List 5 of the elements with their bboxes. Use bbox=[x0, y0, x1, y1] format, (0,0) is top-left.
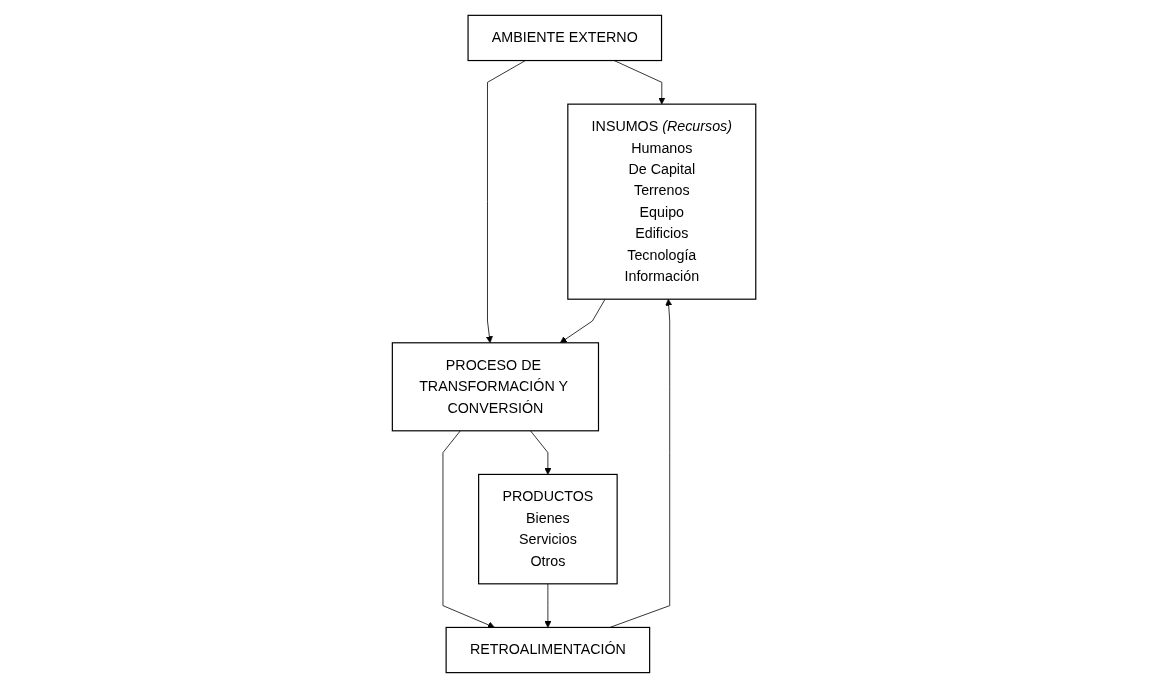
node-box: AMBIENTE EXTERNO bbox=[467, 14, 663, 62]
node-box: RETROALIMENTACIÓN bbox=[445, 626, 651, 674]
node-box: PROCESO DE TRANSFORMACIÓN Y CONVERSIÓN bbox=[392, 342, 600, 432]
node-box: PRODUCTOS Bienes Servicios Otros bbox=[478, 473, 619, 585]
node-box: INSUMOS (Recursos) Humanos De Capital Terrenos Equipo Edificios Tecnología Información bbox=[567, 103, 757, 300]
